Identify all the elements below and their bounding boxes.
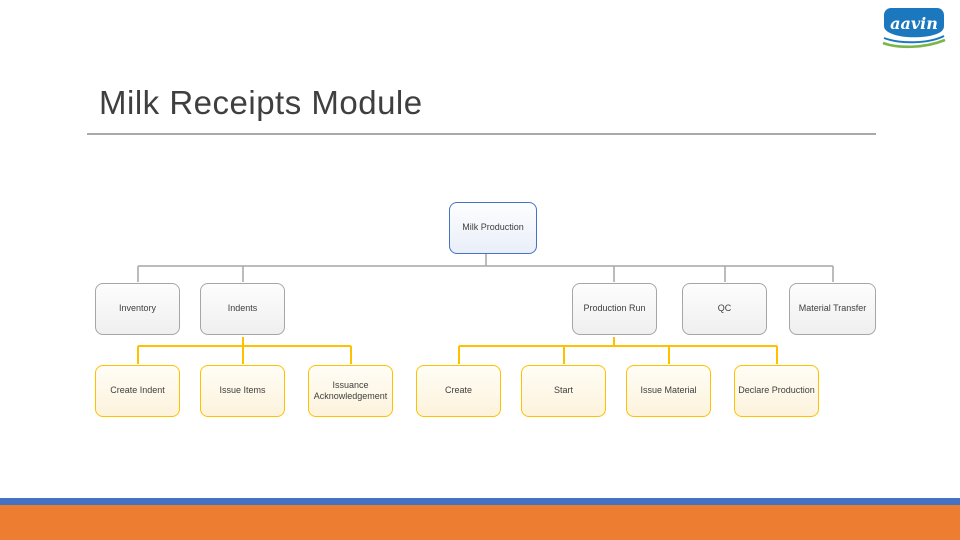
node-inventory: Inventory (87, 275, 180, 335)
logo-shape (884, 8, 944, 38)
node-label: Inventory (118, 303, 157, 314)
node-create-indent: Create Indent (87, 357, 180, 417)
node-label: QC (717, 303, 732, 314)
footer-blue-bar (0, 498, 960, 505)
node-issue-items: Issue Items (192, 357, 285, 417)
node-create: Create (408, 357, 501, 417)
slide-title: Milk Receipts Module (99, 84, 423, 121)
title-underline (87, 133, 876, 135)
node-label: Milk Production (462, 222, 524, 233)
node-start: Start (513, 357, 606, 417)
node-label: Issuance Acknowledgement (313, 379, 388, 401)
gray-connectors (137, 253, 834, 282)
node-issue-material: Issue Material (618, 357, 711, 417)
node-issuance-acknowledgement: Issuance Acknowledgement (300, 357, 393, 417)
node-material-transfer: Material Transfer (781, 275, 876, 335)
node-milk-production: Milk Production (441, 194, 537, 254)
node-production-run: Production Run (564, 275, 657, 335)
node-label: Issue Items (219, 385, 266, 396)
node-label: Material Transfer (798, 303, 867, 314)
logo-blue-wave (883, 35, 945, 44)
node-label: Declare Production (738, 385, 815, 396)
node-label: Issue Material (640, 385, 697, 396)
gold-connectors (137, 337, 778, 364)
aavin-logo: aavin (882, 8, 946, 49)
node-label: Create Indent (110, 385, 165, 396)
logo-green-wave (882, 38, 946, 49)
node-indents: Indents (192, 275, 285, 335)
node-label: Production Run (583, 303, 646, 314)
node-qc: QC (674, 275, 767, 335)
logo-text: aavin (890, 14, 938, 33)
node-label: Indents (227, 303, 258, 314)
node-label: Create (444, 385, 472, 396)
node-label: Start (553, 385, 573, 396)
node-declare-production: Declare Production (726, 357, 819, 417)
footer-orange-bar (0, 505, 960, 540)
